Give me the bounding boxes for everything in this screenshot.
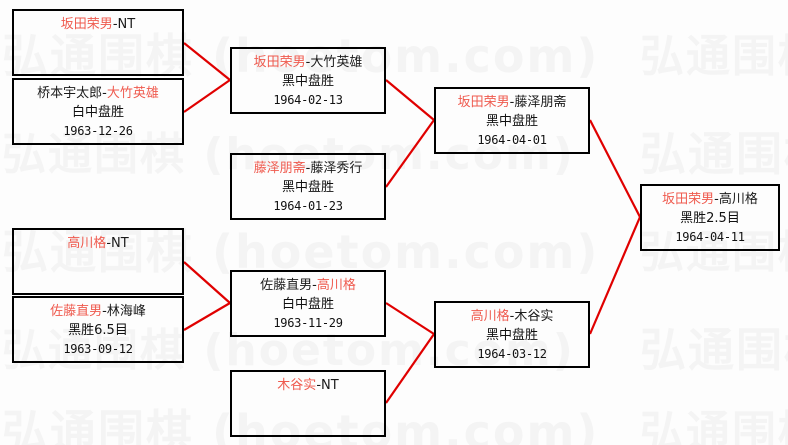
watermark-text: 弘通围棋 xyxy=(640,127,788,181)
connector-line xyxy=(385,302,435,335)
player-winner: 高川格 xyxy=(316,278,356,293)
match-players: 木谷实-NT xyxy=(277,376,338,395)
match-players: 佐藤直男-林海峰 xyxy=(50,302,146,321)
player-winner: 藤泽朋斋 xyxy=(253,161,306,176)
watermark-text: 弘通围棋 xyxy=(640,323,788,377)
match-players: 坂田荣男-NT xyxy=(61,15,135,34)
match-date: 1964-03-12 xyxy=(477,347,547,361)
player-winner: 大竹英雄 xyxy=(106,86,159,101)
match-players: 高川格-NT xyxy=(67,234,128,253)
match-result: 黑中盘胜 xyxy=(281,74,334,89)
match-date: 1964-02-13 xyxy=(273,93,343,107)
match-players: 桥本宇太郎-大竹英雄 xyxy=(37,84,159,103)
match-players: 高川格-木谷实 xyxy=(471,307,554,326)
match-players: 佐藤直男-高川格 xyxy=(260,276,356,295)
player-separator: - xyxy=(102,86,107,101)
player-loser: 林海峰 xyxy=(106,304,146,319)
connector-line xyxy=(183,261,231,304)
watermark-text: 弘通围棋 xyxy=(640,407,788,445)
match-node[interactable]: 佐藤直男-林海峰黑胜6.5目 1963-09-12 xyxy=(12,296,184,363)
player-separator: - xyxy=(305,55,311,70)
connector-line xyxy=(589,119,641,218)
player-separator: - xyxy=(714,192,719,207)
match-node[interactable]: 木谷实-NT xyxy=(230,370,386,437)
match-date: 1963-11-29 xyxy=(273,316,343,330)
match-result: 黑中盘胜 xyxy=(485,114,538,129)
match-node[interactable]: 佐藤直男-高川格白中盘胜 1963-11-29 xyxy=(230,270,386,337)
match-date: 1964-04-11 xyxy=(675,230,745,244)
match-players: 坂田荣男-大竹英雄 xyxy=(254,53,363,72)
connector-line xyxy=(385,119,435,188)
player-winner: 木谷实 xyxy=(277,378,317,393)
player-winner: 坂田荣男 xyxy=(253,55,306,70)
player-loser: 高川格 xyxy=(718,192,758,207)
player-separator: - xyxy=(106,236,112,251)
match-date: 1963-12-26 xyxy=(63,124,133,138)
player-separator: - xyxy=(305,161,311,176)
match-result: 白中盘胜 xyxy=(71,105,124,120)
player-loser: 佐藤直男 xyxy=(260,278,313,293)
match-node[interactable]: 坂田荣男-大竹英雄黑中盘胜 1964-02-13 xyxy=(230,47,386,114)
player-winner: 坂田荣男 xyxy=(662,192,715,207)
player-separator: - xyxy=(312,278,317,293)
player-winner: 坂田荣男 xyxy=(60,17,113,32)
player-winner: 高川格 xyxy=(470,309,510,324)
match-result: 黑胜6.5目 xyxy=(68,323,128,338)
player-loser: NT xyxy=(117,17,136,32)
player-loser: 木谷实 xyxy=(514,309,554,324)
match-node[interactable]: 高川格-NT xyxy=(12,228,184,295)
connector-line xyxy=(183,42,231,81)
player-loser: NT xyxy=(321,378,339,393)
connector-line xyxy=(385,333,435,404)
player-winner: 坂田荣男 xyxy=(457,95,510,110)
match-result: 黑胜2.5目 xyxy=(680,211,740,226)
player-winner: 高川格 xyxy=(67,236,107,251)
player-loser: NT xyxy=(111,236,129,251)
player-separator: - xyxy=(112,17,118,32)
match-node[interactable]: 藤泽朋斋-藤泽秀行黑中盘胜 1964-01-23 xyxy=(230,153,386,220)
player-separator: - xyxy=(102,304,107,319)
match-result: 黑中盘胜 xyxy=(281,180,334,195)
player-loser: 藤泽秀行 xyxy=(310,161,363,176)
player-separator: - xyxy=(509,309,515,324)
match-players: 坂田荣男-高川格 xyxy=(662,190,758,209)
match-date: 1964-04-01 xyxy=(477,133,547,147)
player-separator: - xyxy=(316,378,322,393)
player-separator: - xyxy=(509,95,515,110)
match-result: 白中盘胜 xyxy=(281,297,334,312)
player-loser: 藤泽朋斋 xyxy=(514,95,567,110)
match-node[interactable]: 桥本宇太郎-大竹英雄白中盘胜 1963-12-26 xyxy=(12,78,184,145)
connector-line xyxy=(183,302,231,331)
match-date: 1963-09-12 xyxy=(63,342,133,356)
watermark-text: 弘通围棋 xyxy=(640,31,788,82)
match-node[interactable]: 高川格-木谷实黑中盘胜 1964-03-12 xyxy=(434,301,590,368)
connector-line xyxy=(588,216,642,335)
match-date: 1964-01-23 xyxy=(273,199,343,213)
match-node[interactable]: 坂田荣男-高川格黑胜2.5目 1964-04-11 xyxy=(640,184,780,251)
player-winner: 佐藤直男 xyxy=(50,304,103,319)
match-players: 藤泽朋斋-藤泽秀行 xyxy=(254,159,363,178)
connector-line xyxy=(385,79,435,121)
match-node[interactable]: 坂田荣男-NT xyxy=(12,9,184,76)
match-node[interactable]: 坂田荣男-藤泽朋斋黑中盘胜 1964-04-01 xyxy=(434,87,590,154)
connector-line xyxy=(183,79,231,113)
player-loser: 桥本宇太郎 xyxy=(37,86,103,101)
player-loser: 大竹英雄 xyxy=(310,55,363,70)
match-players: 坂田荣男-藤泽朋斋 xyxy=(458,93,567,112)
match-result: 黑中盘胜 xyxy=(485,328,538,343)
